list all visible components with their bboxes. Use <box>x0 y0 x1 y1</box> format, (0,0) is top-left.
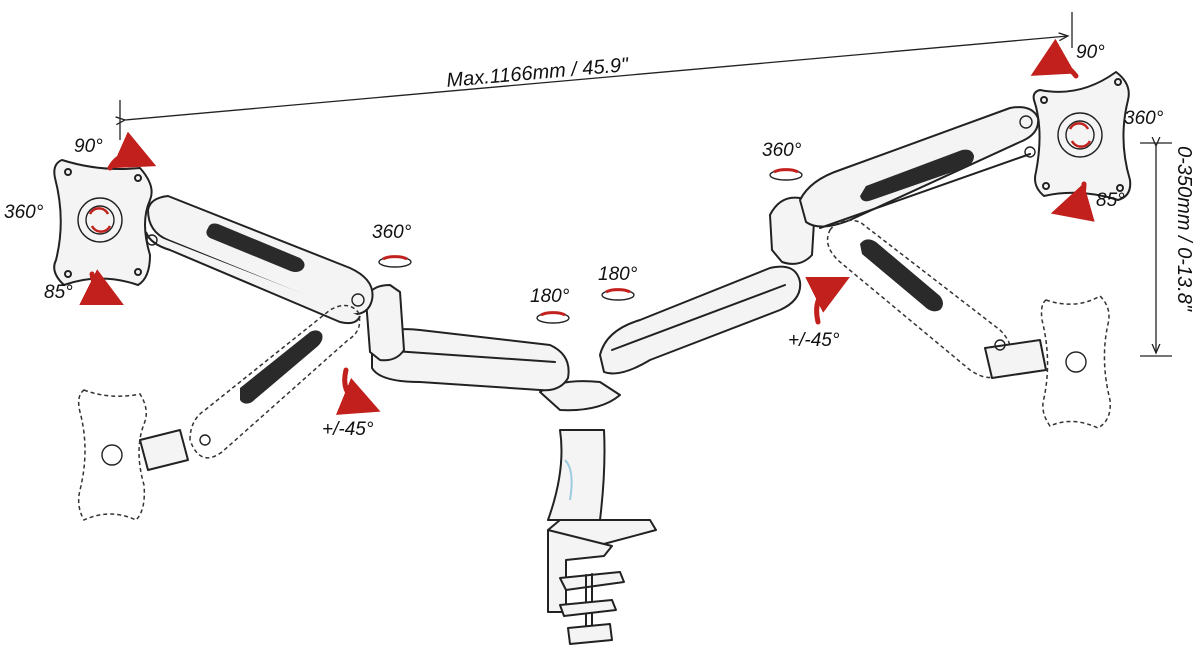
center-left-swivel-label: 180° <box>530 286 570 307</box>
right-vesa-plate-lowered <box>1040 295 1111 429</box>
right-tilt-up-arrow <box>1030 38 1079 79</box>
height-range-label: 0-350mm / 0-13.8" <box>1173 146 1195 312</box>
left-tilt-down-arrow <box>79 269 124 305</box>
center-right-swivel-icon <box>601 288 635 301</box>
left-vesa-plate <box>53 159 153 286</box>
right-arm-swivel-label: 360° <box>762 140 802 161</box>
right-arm-swivel-icon <box>769 168 803 181</box>
left-tilt-up-label: 90° <box>74 136 103 157</box>
base-pole <box>539 380 621 521</box>
right-tilt-down-arrow <box>1050 181 1095 222</box>
left-gas-arm <box>145 195 374 325</box>
right-gas-arm-lowered <box>826 219 1047 379</box>
left-arm-tilt-arrow <box>335 367 381 415</box>
right-gas-arm <box>799 106 1040 229</box>
right-tilt-up-label: 90° <box>1076 42 1105 63</box>
left-tilt-down-label: 85° <box>44 282 73 303</box>
max-span-label: Max.1166mm / 45.9" <box>446 54 630 92</box>
center-left-swivel-icon <box>536 311 570 324</box>
right-arm-tilt-arrow <box>805 277 850 325</box>
left-arm-swivel-label: 360° <box>372 222 412 243</box>
desk-clamp <box>547 519 657 645</box>
left-gas-arm-lowered <box>139 304 361 471</box>
left-tilt-up-arrow <box>107 131 157 171</box>
right-arm-tilt-label: +/-45° <box>788 330 840 351</box>
height-dimension <box>1140 143 1172 357</box>
center-right-swivel-label: 180° <box>598 264 638 285</box>
right-rotate-label: 360° <box>1124 108 1164 129</box>
left-rotate-label: 360° <box>4 202 44 223</box>
center-arm-right <box>599 265 802 375</box>
left-arm-tilt-label: +/-45° <box>322 419 374 440</box>
right-vesa-plate <box>1032 71 1132 201</box>
left-arm-swivel-icon <box>378 255 412 268</box>
left-vesa-plate-lowered <box>77 389 147 521</box>
right-tilt-down-label: 85° <box>1096 190 1125 211</box>
